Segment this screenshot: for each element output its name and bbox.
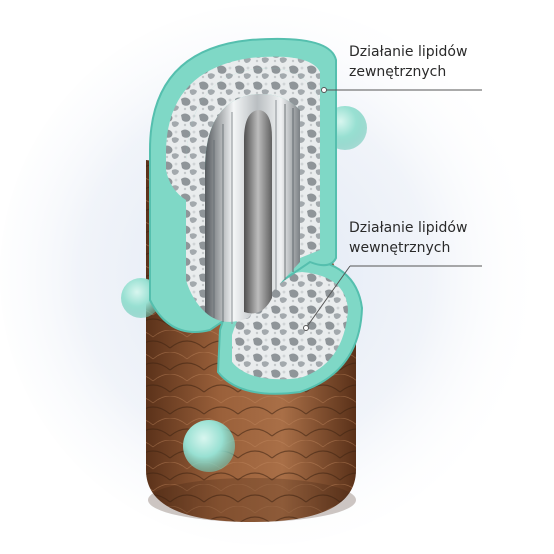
outer-lipids-label: Działanie lipidów zewnętrznych: [349, 42, 467, 82]
inner-lipids-label-line1: Działanie lipidów: [349, 220, 468, 236]
inner-lipids-label: Działanie lipidów wewnętrznych: [349, 218, 467, 258]
inner-lipids-label-line2: wewnętrznych: [349, 240, 451, 256]
lipid-sphere: [183, 420, 235, 472]
leader-lines: [303, 87, 482, 331]
outer-lipids-label-line2: zewnętrznych: [349, 64, 447, 80]
outer-lipids-label-line1: Działanie lipidów: [349, 44, 468, 60]
medulla-core: [244, 110, 272, 314]
